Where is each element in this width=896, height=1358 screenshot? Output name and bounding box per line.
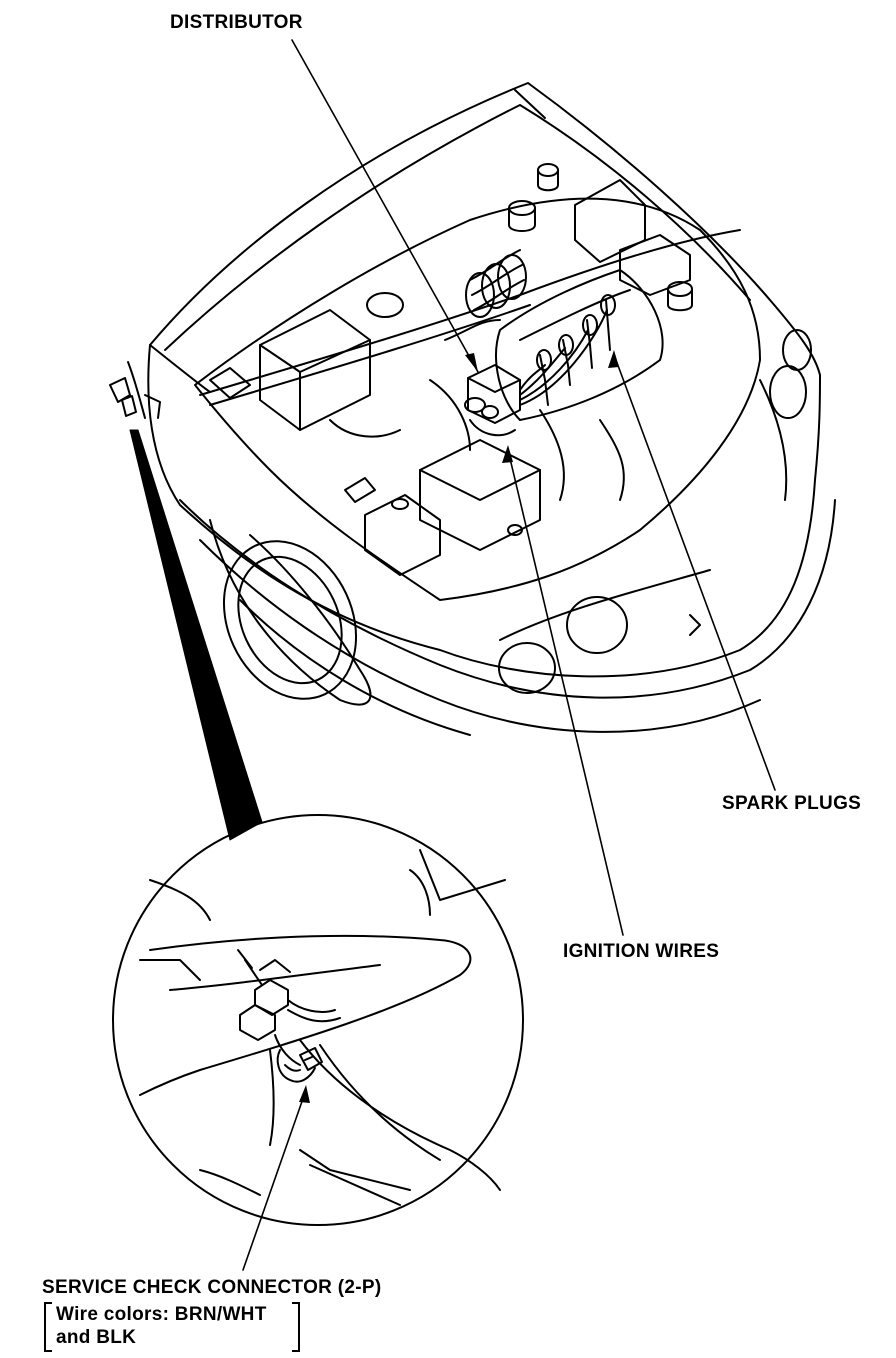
wire-colors-label-line1: Wire colors: BRN/WHT	[56, 1304, 267, 1325]
bracket-left	[44, 1302, 52, 1352]
connector-location-small	[110, 362, 160, 418]
bracket-right	[292, 1302, 300, 1352]
spark-plugs-label: SPARK PLUGS	[722, 793, 862, 814]
detail-circle	[113, 815, 523, 1225]
arrowheads	[299, 350, 619, 1103]
distributor-label: DISTRIBUTOR	[170, 12, 303, 33]
wire-colors-label-line2: and BLK	[56, 1327, 137, 1348]
distributor-part	[465, 365, 520, 435]
car-body	[148, 83, 835, 735]
service-check-connector-label: SERVICE CHECK CONNECTOR (2-P)	[42, 1277, 382, 1298]
leader-lines	[243, 40, 775, 1270]
magnify-wedge	[130, 430, 262, 840]
ignition-wires-label: IGNITION WIRES	[563, 941, 720, 962]
engine-bay-components	[195, 164, 760, 600]
spark-plug-set	[520, 295, 615, 405]
